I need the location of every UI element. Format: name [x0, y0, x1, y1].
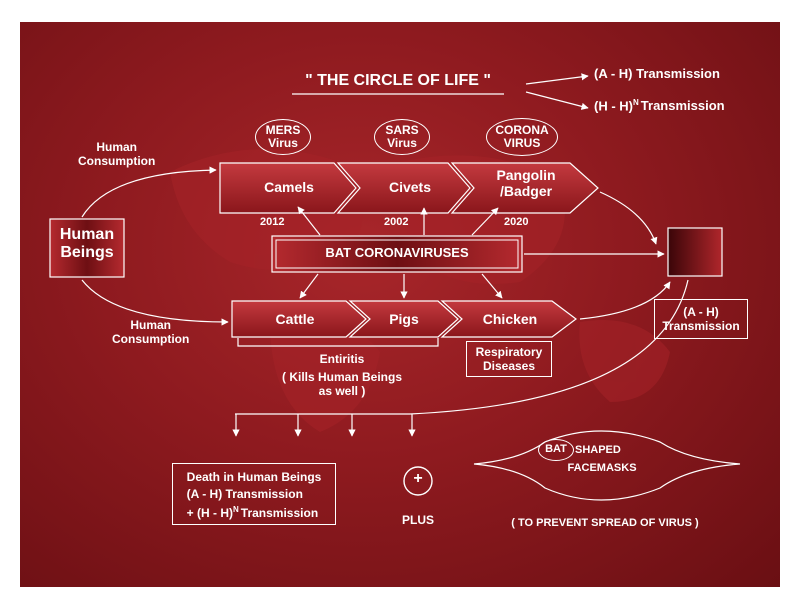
chevron-camels	[219, 162, 357, 214]
hc-bottom-line-2: Consumption	[112, 331, 190, 346]
pangolin-label: Pangolin/Badger	[474, 167, 578, 199]
hc-bottom-line-1: Human	[130, 318, 171, 332]
plus-circle	[403, 466, 433, 496]
sars-line-2: Virus	[387, 136, 417, 150]
prevent-spread-note: ( TO PREVENT SPREAD OF VIRUS )	[511, 517, 699, 529]
respiratory-line-2: Diseases	[482, 359, 536, 373]
bat-coronaviruses-box-inner	[275, 239, 519, 269]
destination-box	[667, 227, 723, 277]
arrow-bat-to-cattle	[299, 273, 319, 299]
pangolin-line-2: /Badger	[499, 183, 553, 200]
diagram-canvas: " THE CIRCLE OF LIFE " (A - H) Transmiss…	[20, 22, 780, 587]
pangolin-line-1: Pangolin	[496, 167, 556, 183]
chevron-pangolin	[450, 162, 599, 214]
camels-label: Camels	[264, 179, 314, 195]
legend-hh-base: (H - H)	[594, 98, 633, 114]
arrow-human-to-camels	[81, 166, 217, 218]
bat-coronaviruses-label: BAT CORONAVIRUSES	[325, 245, 469, 260]
plus-label: PLUS	[401, 513, 434, 527]
respiratory-line-1: Respiratory	[475, 344, 543, 359]
cattle-label: Cattle	[275, 311, 315, 327]
chevron-cattle	[231, 300, 367, 338]
human-beings-line-1: Human	[59, 226, 115, 243]
year-2020: 2020	[504, 216, 529, 228]
facemask-shaped: SHAPED	[575, 444, 621, 456]
arrow-human-to-cattle	[81, 279, 229, 326]
arrow-bat-to-pangolin	[471, 207, 499, 236]
legend-ah: (A - H) Transmission	[594, 66, 720, 81]
chevron-chicken	[440, 300, 577, 338]
hc-top-line-2: Consumption	[78, 153, 156, 168]
death-line-1: Death in Human Beings	[186, 470, 322, 484]
ah-transmission-box: (A - H)Transmission	[654, 299, 748, 339]
mers-line-2: Virus	[268, 136, 298, 150]
corona-line-2: VIRUS	[503, 136, 541, 150]
arrow-chicken-to-destination	[579, 281, 671, 320]
entiritis-line-1: Entiritis	[319, 352, 365, 366]
chicken-label: Chicken	[482, 311, 538, 327]
death-line-3-sup: N	[233, 504, 239, 514]
arrow-bat-to-chicken	[481, 273, 503, 299]
legend-hh-sup: N	[633, 98, 639, 107]
year-2012: 2012	[260, 216, 285, 228]
sars-line-1: SARS	[385, 123, 419, 138]
page-title: " THE CIRCLE OF LIFE "	[305, 72, 491, 89]
human-beings-line-2: Beings	[60, 244, 114, 262]
ah-box-line-2: Transmission	[662, 319, 740, 333]
entiritis-bracket	[237, 338, 439, 347]
curve-destination-to-death	[235, 279, 689, 415]
diagram-graphics	[49, 73, 741, 501]
human-beings-box-shape	[49, 218, 125, 278]
arrow-bat-to-camels	[297, 206, 321, 236]
death-line-3-tail: Transmission	[240, 505, 319, 520]
bat-coronaviruses-box-outer	[271, 235, 523, 273]
legend-hh-tail: Transmission	[640, 98, 725, 114]
death-line-3-base: + (H - H)	[186, 505, 233, 520]
legend-arrow-hh	[525, 91, 589, 110]
entiritis-line-3: as well )	[318, 383, 366, 398]
legend-arrow-ah	[525, 73, 589, 85]
civets-label: Civets	[388, 179, 432, 195]
hc-top-line-1: Human	[96, 140, 137, 154]
entiritis-line-2: ( Kills Human Beings	[282, 369, 403, 384]
facemask-label: FACEMASKS	[567, 462, 637, 474]
bat-oval: BAT	[538, 439, 574, 461]
corona-line-1: CORONA	[495, 123, 549, 138]
year-2002: 2002	[384, 216, 409, 228]
death-line-2: (A - H) Transmission	[186, 487, 303, 502]
ah-box-line-1: (A - H)	[683, 304, 719, 319]
death-box: Death in Human Beings (A - H) Transmissi…	[172, 463, 336, 525]
pigs-label: Pigs	[389, 311, 419, 327]
mers-line-1: MERS	[265, 123, 301, 138]
plus-symbol: +	[413, 470, 423, 487]
chevron-civets	[336, 162, 471, 214]
arrow-pangolin-to-destination	[599, 191, 658, 245]
chevron-pigs	[348, 300, 459, 338]
